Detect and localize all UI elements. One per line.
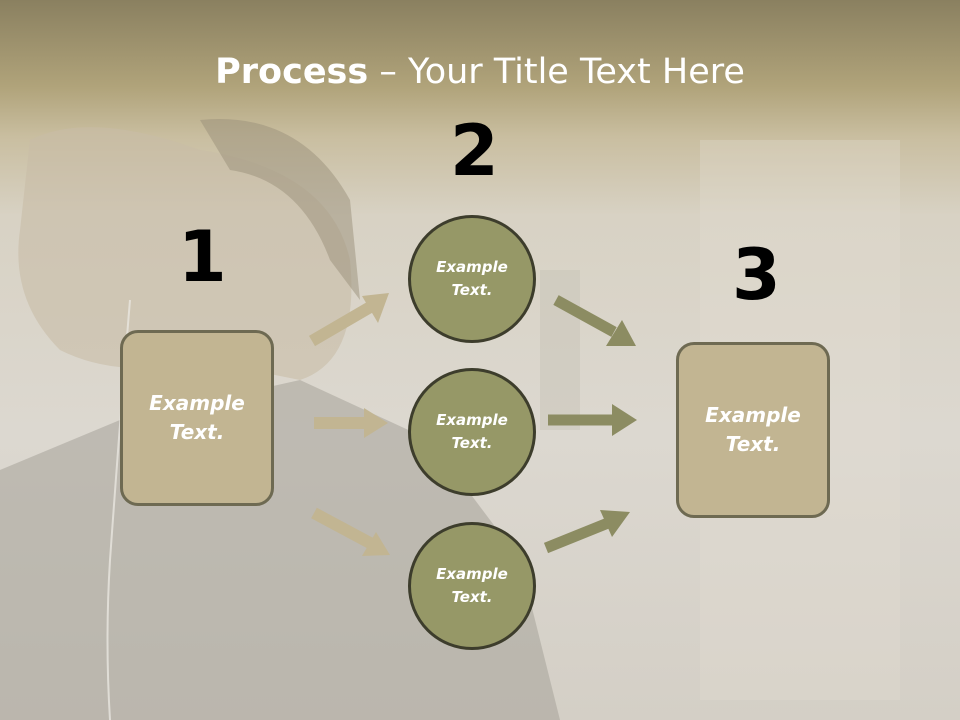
circle-bottom-line2: Text. (451, 588, 493, 606)
right-box-line1: Example (705, 403, 801, 427)
step-number-2: 2 (450, 110, 499, 192)
page-title: Process – Your Title Text Here (0, 52, 960, 92)
circle-top-line1: Example (436, 258, 508, 276)
title-bold: Process (215, 52, 369, 92)
title-dash: – (368, 52, 408, 92)
circle-middle-line2: Text. (451, 434, 493, 452)
arrow-left-bottom (311, 507, 373, 549)
circle-bottom-line1: Example (436, 565, 508, 583)
step-number-3: 3 (732, 234, 781, 316)
circle-middle-line1: Example (436, 411, 508, 429)
right-box-line2: Text. (725, 432, 781, 456)
title-rest: Your Title Text Here (407, 52, 745, 92)
arrow-right-top (553, 295, 617, 337)
step-number-1: 1 (178, 216, 227, 298)
arrow-left-top (308, 300, 376, 347)
circle-top-line2: Text. (451, 281, 493, 299)
arrow-right-bottom (543, 517, 611, 554)
left-box-line1: Example (149, 391, 245, 415)
left-box-line2: Text. (169, 420, 225, 444)
